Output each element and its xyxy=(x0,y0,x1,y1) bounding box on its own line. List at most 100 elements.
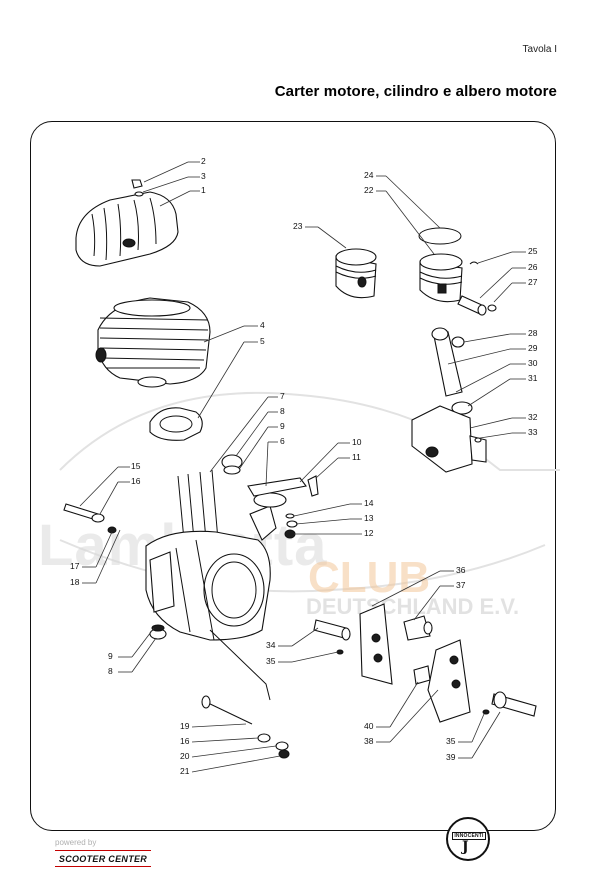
callout-number: 18 xyxy=(70,577,80,587)
callout-number: 15 xyxy=(131,461,141,471)
callout-33: 33 xyxy=(479,427,538,439)
callout-22: 22 xyxy=(364,185,435,255)
callout-25: 25 xyxy=(477,246,538,264)
callout-number: 2 xyxy=(201,156,206,166)
callout-number: 13 xyxy=(364,513,374,523)
callout-37: 37 xyxy=(413,580,466,621)
washer-17 xyxy=(107,526,117,534)
callout-40: 40 xyxy=(364,681,419,731)
callout-29: 29 xyxy=(447,343,538,365)
callout-number: 37 xyxy=(456,580,466,590)
cylinder-head xyxy=(75,179,179,267)
callout-number: 1 xyxy=(201,185,206,195)
callout-13: 13 xyxy=(295,513,374,525)
cylinder-gasket xyxy=(149,407,203,441)
bearing-37 xyxy=(403,615,433,641)
callout-number: 7 xyxy=(280,391,285,401)
callout-number: 4 xyxy=(260,320,265,330)
innocenti-logo: INNOCENTI J xyxy=(446,817,490,861)
callout-6: 6 xyxy=(265,436,285,487)
callout-number: 30 xyxy=(528,358,538,368)
watermark-sub: DEUTSCHLAND E.V. xyxy=(306,594,519,619)
callout-15: 15 xyxy=(79,461,141,507)
callout-number: 16 xyxy=(131,476,141,486)
piston-with-rings xyxy=(418,227,463,303)
washer-lower-9 xyxy=(151,624,165,632)
callout-number: 14 xyxy=(364,498,374,508)
crankshaft-assembly xyxy=(411,327,487,473)
callout-4: 4 xyxy=(203,320,265,343)
page-title: Carter motore, cilindro e albero motore xyxy=(274,83,557,100)
callout-10: 10 xyxy=(299,437,362,483)
callout-31: 31 xyxy=(467,373,538,407)
callout-20: 20 xyxy=(180,745,277,761)
footer-powered-by: powered by xyxy=(55,838,97,847)
callout-number: 35 xyxy=(266,656,276,666)
callout-number: 31 xyxy=(528,373,538,383)
callout-number: 28 xyxy=(528,328,538,338)
key-lower-35 xyxy=(482,709,490,715)
callout-number: 11 xyxy=(352,452,361,462)
callout-27: 27 xyxy=(493,277,538,303)
main-bearing-36 xyxy=(359,603,393,685)
callout-number: 20 xyxy=(180,751,190,761)
callout-11: 11 xyxy=(315,452,361,479)
callout-number: 3 xyxy=(201,171,206,181)
callout-23: 23 xyxy=(293,221,347,249)
nut-12 xyxy=(284,529,296,539)
callout-36: 36 xyxy=(371,565,466,607)
callout-26: 26 xyxy=(479,262,538,299)
washer-9 xyxy=(223,465,241,475)
piston-pin xyxy=(457,295,487,316)
bolt-11 xyxy=(307,475,319,497)
nut-lower-16 xyxy=(257,733,271,743)
callout-9: 9 xyxy=(239,421,285,469)
housing-38 xyxy=(427,639,471,723)
crankcase xyxy=(145,492,287,641)
callout-number: 6 xyxy=(280,436,285,446)
washer-14 xyxy=(285,513,295,519)
callout-17: 17 xyxy=(70,531,113,571)
callout-number: 27 xyxy=(528,277,538,287)
callout-2: 2 xyxy=(143,156,206,183)
callout-number: 22 xyxy=(364,185,374,195)
callout-number: 34 xyxy=(266,640,276,650)
callout-9-lower: 9 xyxy=(108,627,155,661)
nut-16 xyxy=(91,513,105,523)
callout-number: 23 xyxy=(293,221,303,231)
logo-j-icon: J xyxy=(462,839,469,855)
callout-12: 12 xyxy=(294,528,374,538)
shaft-39 xyxy=(491,691,537,717)
callout-number: 19 xyxy=(180,721,190,731)
washer-20 xyxy=(275,741,289,751)
callout-number: 33 xyxy=(528,427,538,437)
callout-number: 16 xyxy=(180,736,190,746)
long-bolt-19 xyxy=(201,695,253,725)
callout-number: 8 xyxy=(108,666,113,676)
watermark: Lambretta CLUB DEUTSCHLAND E.V. xyxy=(38,391,560,619)
callout-34: 34 xyxy=(266,627,319,650)
footer-brand-logo: SCOOTER CENTER xyxy=(55,850,151,867)
callout-7: 7 xyxy=(209,391,285,473)
bolt-40 xyxy=(413,665,431,685)
callout-21: 21 xyxy=(180,755,281,776)
callout-5: 5 xyxy=(197,336,265,419)
callout-19: 19 xyxy=(180,721,247,731)
logo-text: INNOCENTI xyxy=(452,832,486,840)
callout-16: 16 xyxy=(99,476,141,515)
callout-number: 25 xyxy=(528,246,538,256)
callout-3: 3 xyxy=(142,171,206,193)
shaft-34 xyxy=(313,619,351,641)
callout-number: 38 xyxy=(364,736,374,746)
intake-plate-6 xyxy=(247,477,307,497)
cylinder xyxy=(95,297,211,388)
callout-number: 8 xyxy=(280,406,285,416)
callout-number: 40 xyxy=(364,721,374,731)
nut-21 xyxy=(278,749,290,759)
callout-28: 28 xyxy=(463,328,538,343)
page-label: Tavola I xyxy=(522,44,557,55)
callout-number: 17 xyxy=(70,561,80,571)
pin-clip xyxy=(487,304,497,312)
callout-number: 9 xyxy=(108,651,113,661)
